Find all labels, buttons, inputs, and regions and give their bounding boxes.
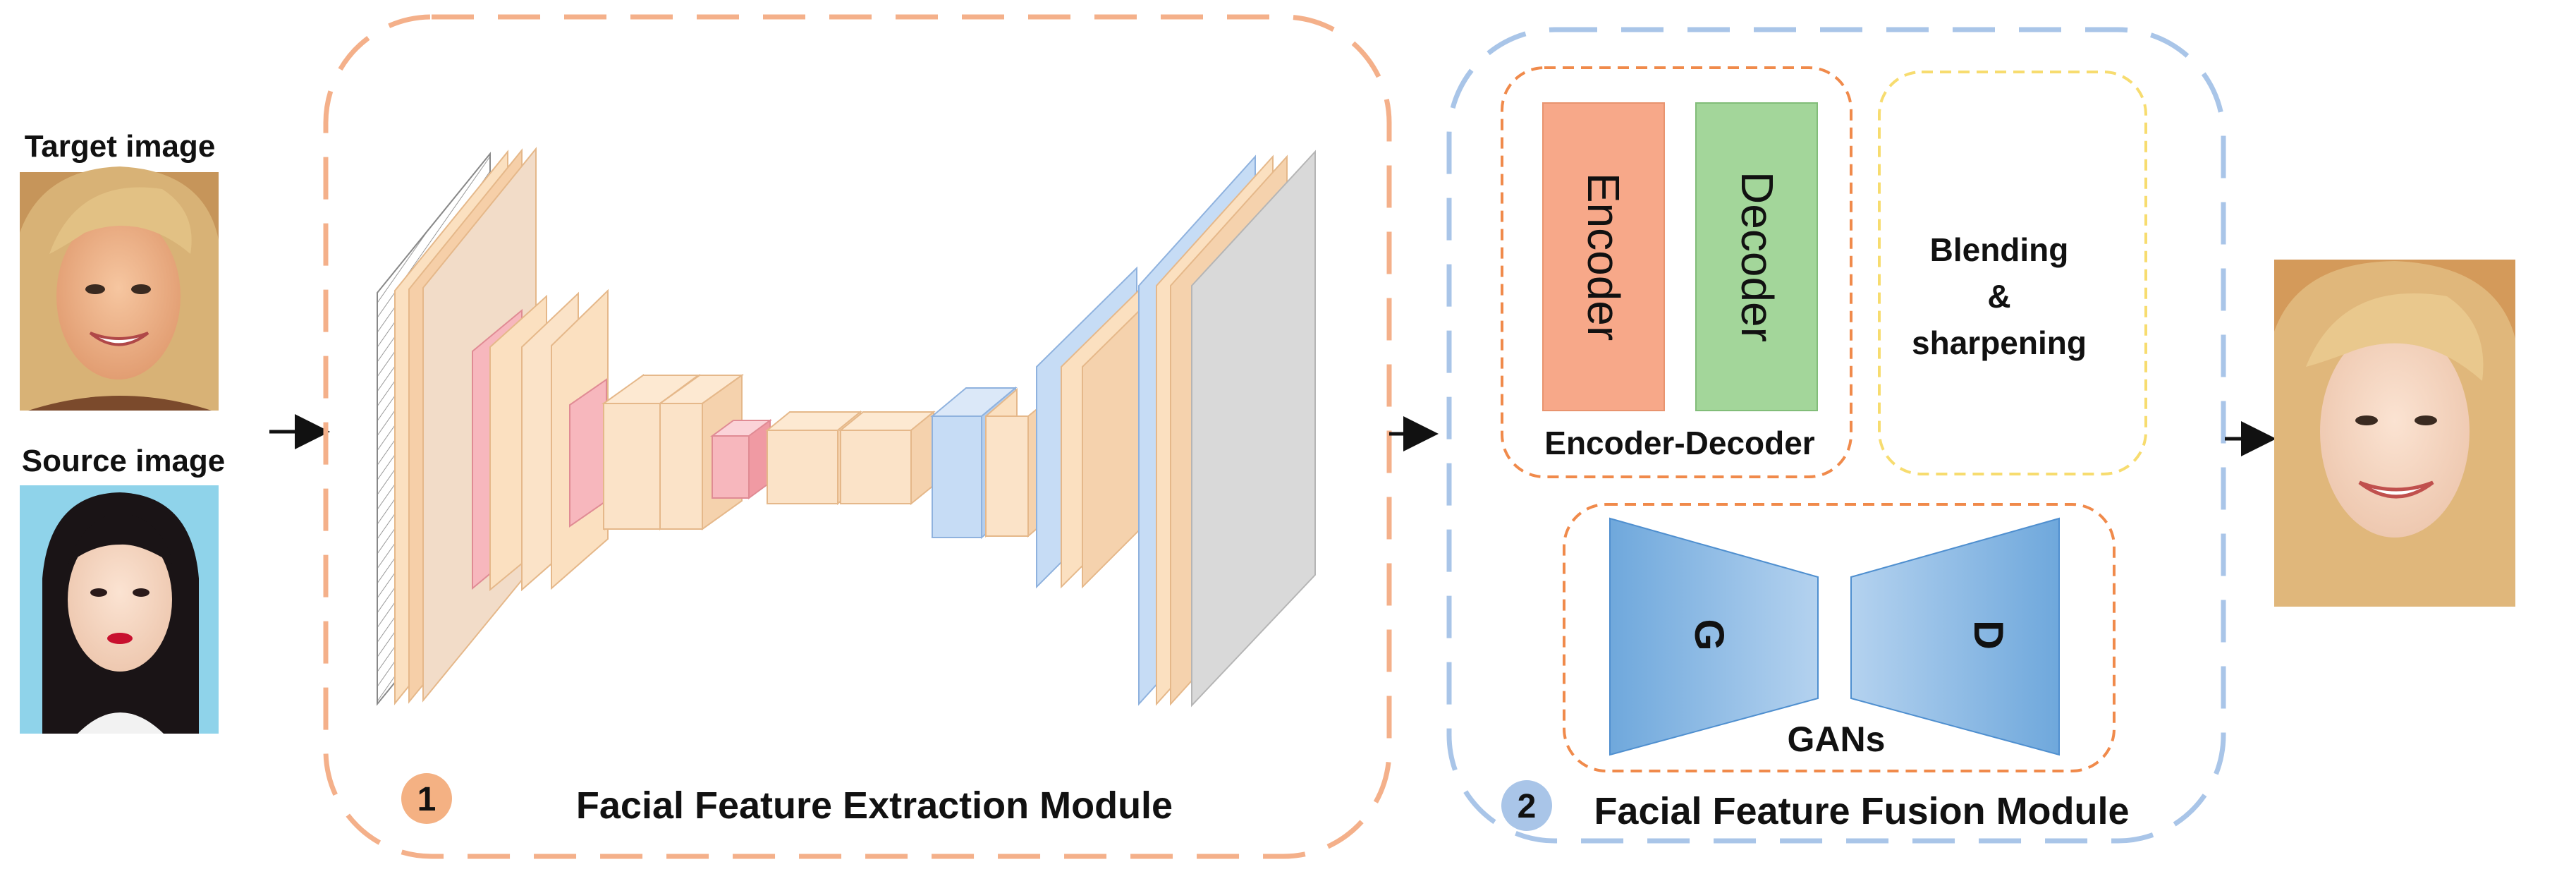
generator-shape: [1609, 517, 1819, 756]
target-face-image: [20, 166, 219, 411]
encoder-decoder-frame: [1501, 66, 1852, 478]
cnn-layer: [712, 435, 750, 499]
extraction-module-frame: [323, 14, 1392, 859]
module1-badge-number: 1: [417, 781, 437, 818]
module2-badge-number: 2: [1518, 788, 1537, 825]
discriminator-label: D: [1965, 620, 2011, 650]
module1-badge: [401, 773, 452, 824]
gans-caption: GANs: [1788, 720, 1886, 759]
generator-label: G: [1686, 619, 1732, 650]
cnn-layer: [603, 403, 661, 530]
cnn-layer: [932, 415, 982, 538]
encoder-label: Encoder: [1578, 173, 1629, 341]
gans-frame: [1563, 503, 2116, 772]
decoder-block: [1695, 102, 1818, 411]
blending-text: Blending: [1930, 231, 2069, 268]
cnn-layer: [569, 378, 607, 528]
blending-ampersand: &: [1987, 278, 2010, 315]
module2-badge: [1501, 780, 1552, 831]
source-face-image: [20, 485, 219, 734]
cnn-layer: [840, 430, 912, 504]
cnn-encoder-decoder-layers: [377, 147, 1316, 708]
result-face-image: [2274, 260, 2515, 607]
encoder-decoder-caption: Encoder-Decoder: [1544, 425, 1815, 461]
cnn-layer: [1191, 150, 1316, 708]
cnn-layer: [659, 403, 703, 530]
module1-title: Facial Feature Extraction Module: [576, 784, 1173, 827]
discriminator-shape: [1850, 517, 2060, 756]
cnn-layer: [985, 415, 1029, 537]
target-image-label: Target image: [25, 129, 216, 164]
cnn-layer: [767, 430, 838, 504]
module2-title: Facial Feature Fusion Module: [1594, 790, 2129, 832]
encoder-block: [1542, 102, 1665, 411]
decoder-label: Decoder: [1732, 171, 1783, 342]
blending-frame: [1878, 71, 2147, 475]
fusion-module-frame: [1446, 27, 2226, 844]
source-image-label: Source image: [22, 444, 226, 478]
sharpening-text: sharpening: [1912, 324, 2087, 361]
